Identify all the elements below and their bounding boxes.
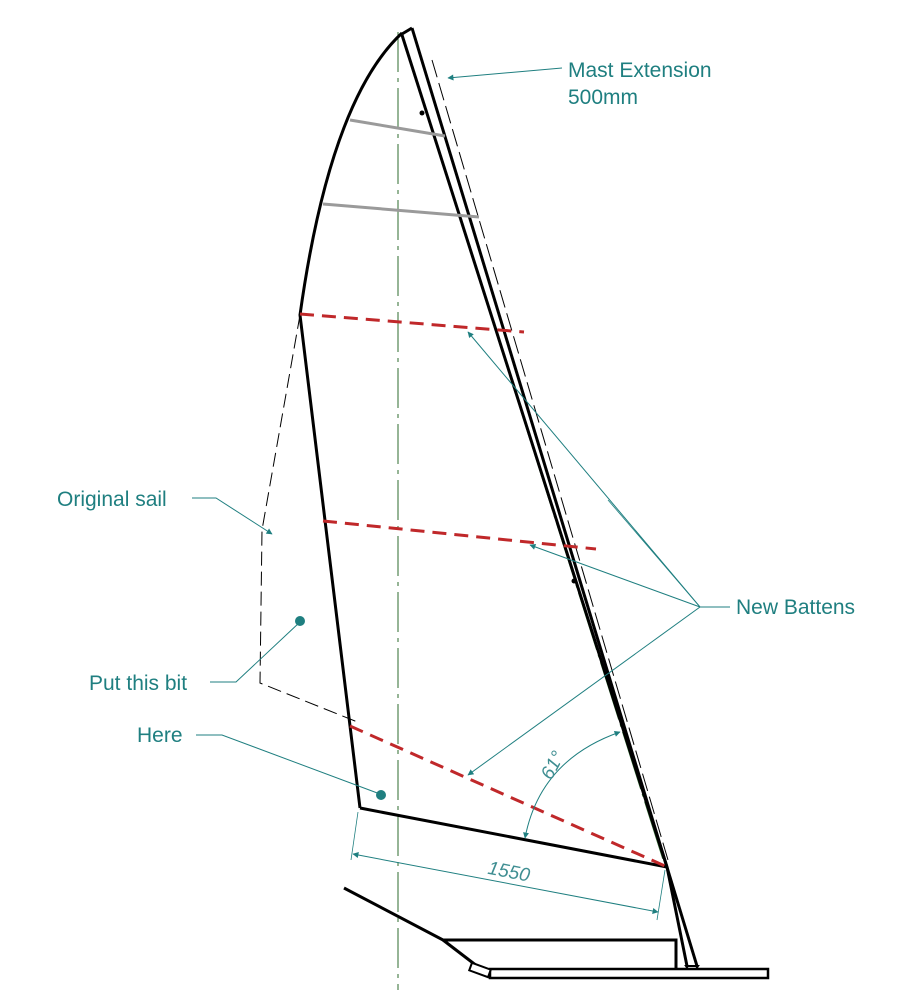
- dim-extension-line: [350, 811, 359, 861]
- new-battens-leader: [467, 606, 701, 776]
- board-fitting: [467, 961, 493, 979]
- put-this-bit-label: Put this bit: [89, 672, 187, 695]
- here-label: Here: [137, 724, 183, 747]
- mast-front: [410, 27, 699, 967]
- original-sail-leader: [192, 497, 273, 535]
- new-batten: [299, 312, 525, 334]
- put-this-bit-dot: [295, 616, 305, 626]
- board-bow: [343, 886, 678, 969]
- here-leader: [196, 734, 381, 795]
- new-battens-leader: [607, 499, 701, 608]
- mast-top: [401, 26, 413, 36]
- boom-dimension-line: [352, 852, 659, 914]
- sail-luff: [400, 34, 669, 868]
- original-sail-label: Original sail: [57, 488, 167, 511]
- mast-extension-size: 500mm: [568, 86, 638, 109]
- sail-foot-boom: [359, 806, 668, 869]
- new-batten: [322, 519, 597, 551]
- new-batten: [349, 724, 666, 868]
- put-this-bit-leader: [210, 621, 301, 683]
- old-batten: [322, 202, 480, 219]
- original-mast-dashed: [431, 59, 669, 861]
- here-dot: [376, 790, 386, 800]
- reference-point: [419, 110, 425, 116]
- mast-back: [665, 866, 689, 967]
- board-deck: [488, 967, 770, 980]
- new-battens-leader: [467, 331, 730, 608]
- boom-length-dimension: 1550: [486, 858, 532, 887]
- new-battens-leader: [529, 544, 701, 608]
- original-sail-outline: [259, 314, 361, 724]
- sail-leech: [298, 31, 404, 809]
- angle-arc: [523, 730, 621, 839]
- angle-dimension: 61°: [537, 748, 569, 784]
- old-batten: [349, 118, 446, 138]
- mast-extension-label: Mast Extension: [568, 59, 712, 82]
- new-battens-label: New Battens: [736, 596, 855, 619]
- dim-extension-line: [656, 869, 666, 921]
- mast-extension-leader: [447, 67, 563, 81]
